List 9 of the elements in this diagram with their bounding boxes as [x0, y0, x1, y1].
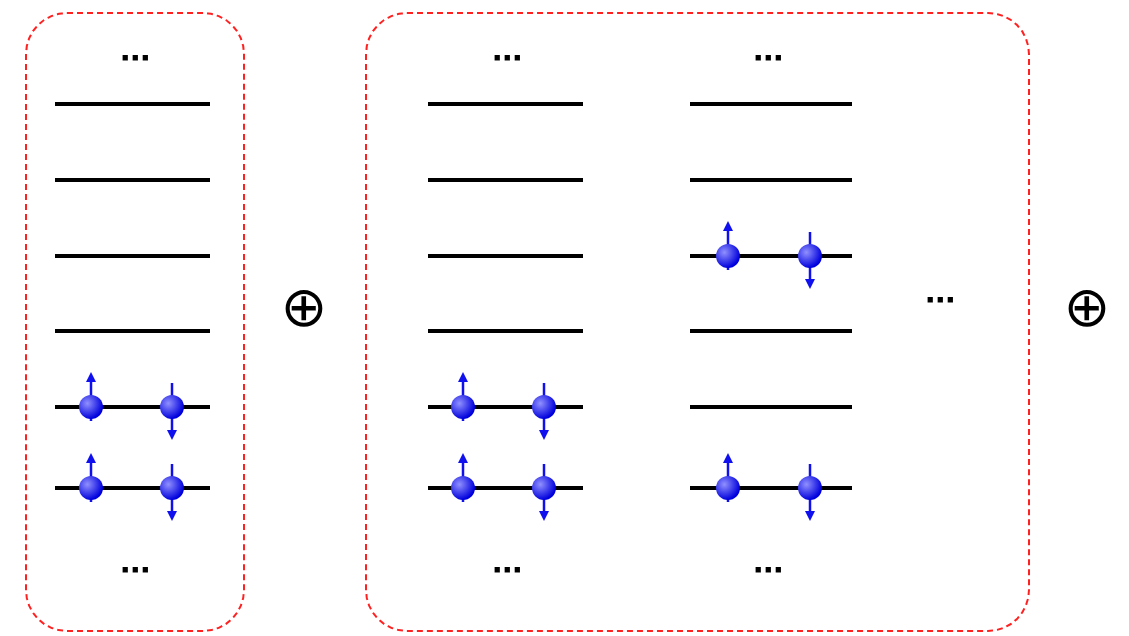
ellipsis: ⋯ — [753, 555, 783, 585]
ellipsis: ⋯ — [492, 555, 522, 585]
ellipsis: ⋯ — [492, 43, 522, 73]
ellipsis: ⋯ — [120, 555, 150, 585]
direct-sum-symbol: ⊕ — [1063, 279, 1111, 335]
ellipsis: ⋯ — [120, 43, 150, 73]
direct-sum-symbol: ⊕ — [280, 279, 328, 335]
ellipsis: ⋯ — [753, 43, 783, 73]
ellipsis: ⋯ — [925, 285, 955, 315]
